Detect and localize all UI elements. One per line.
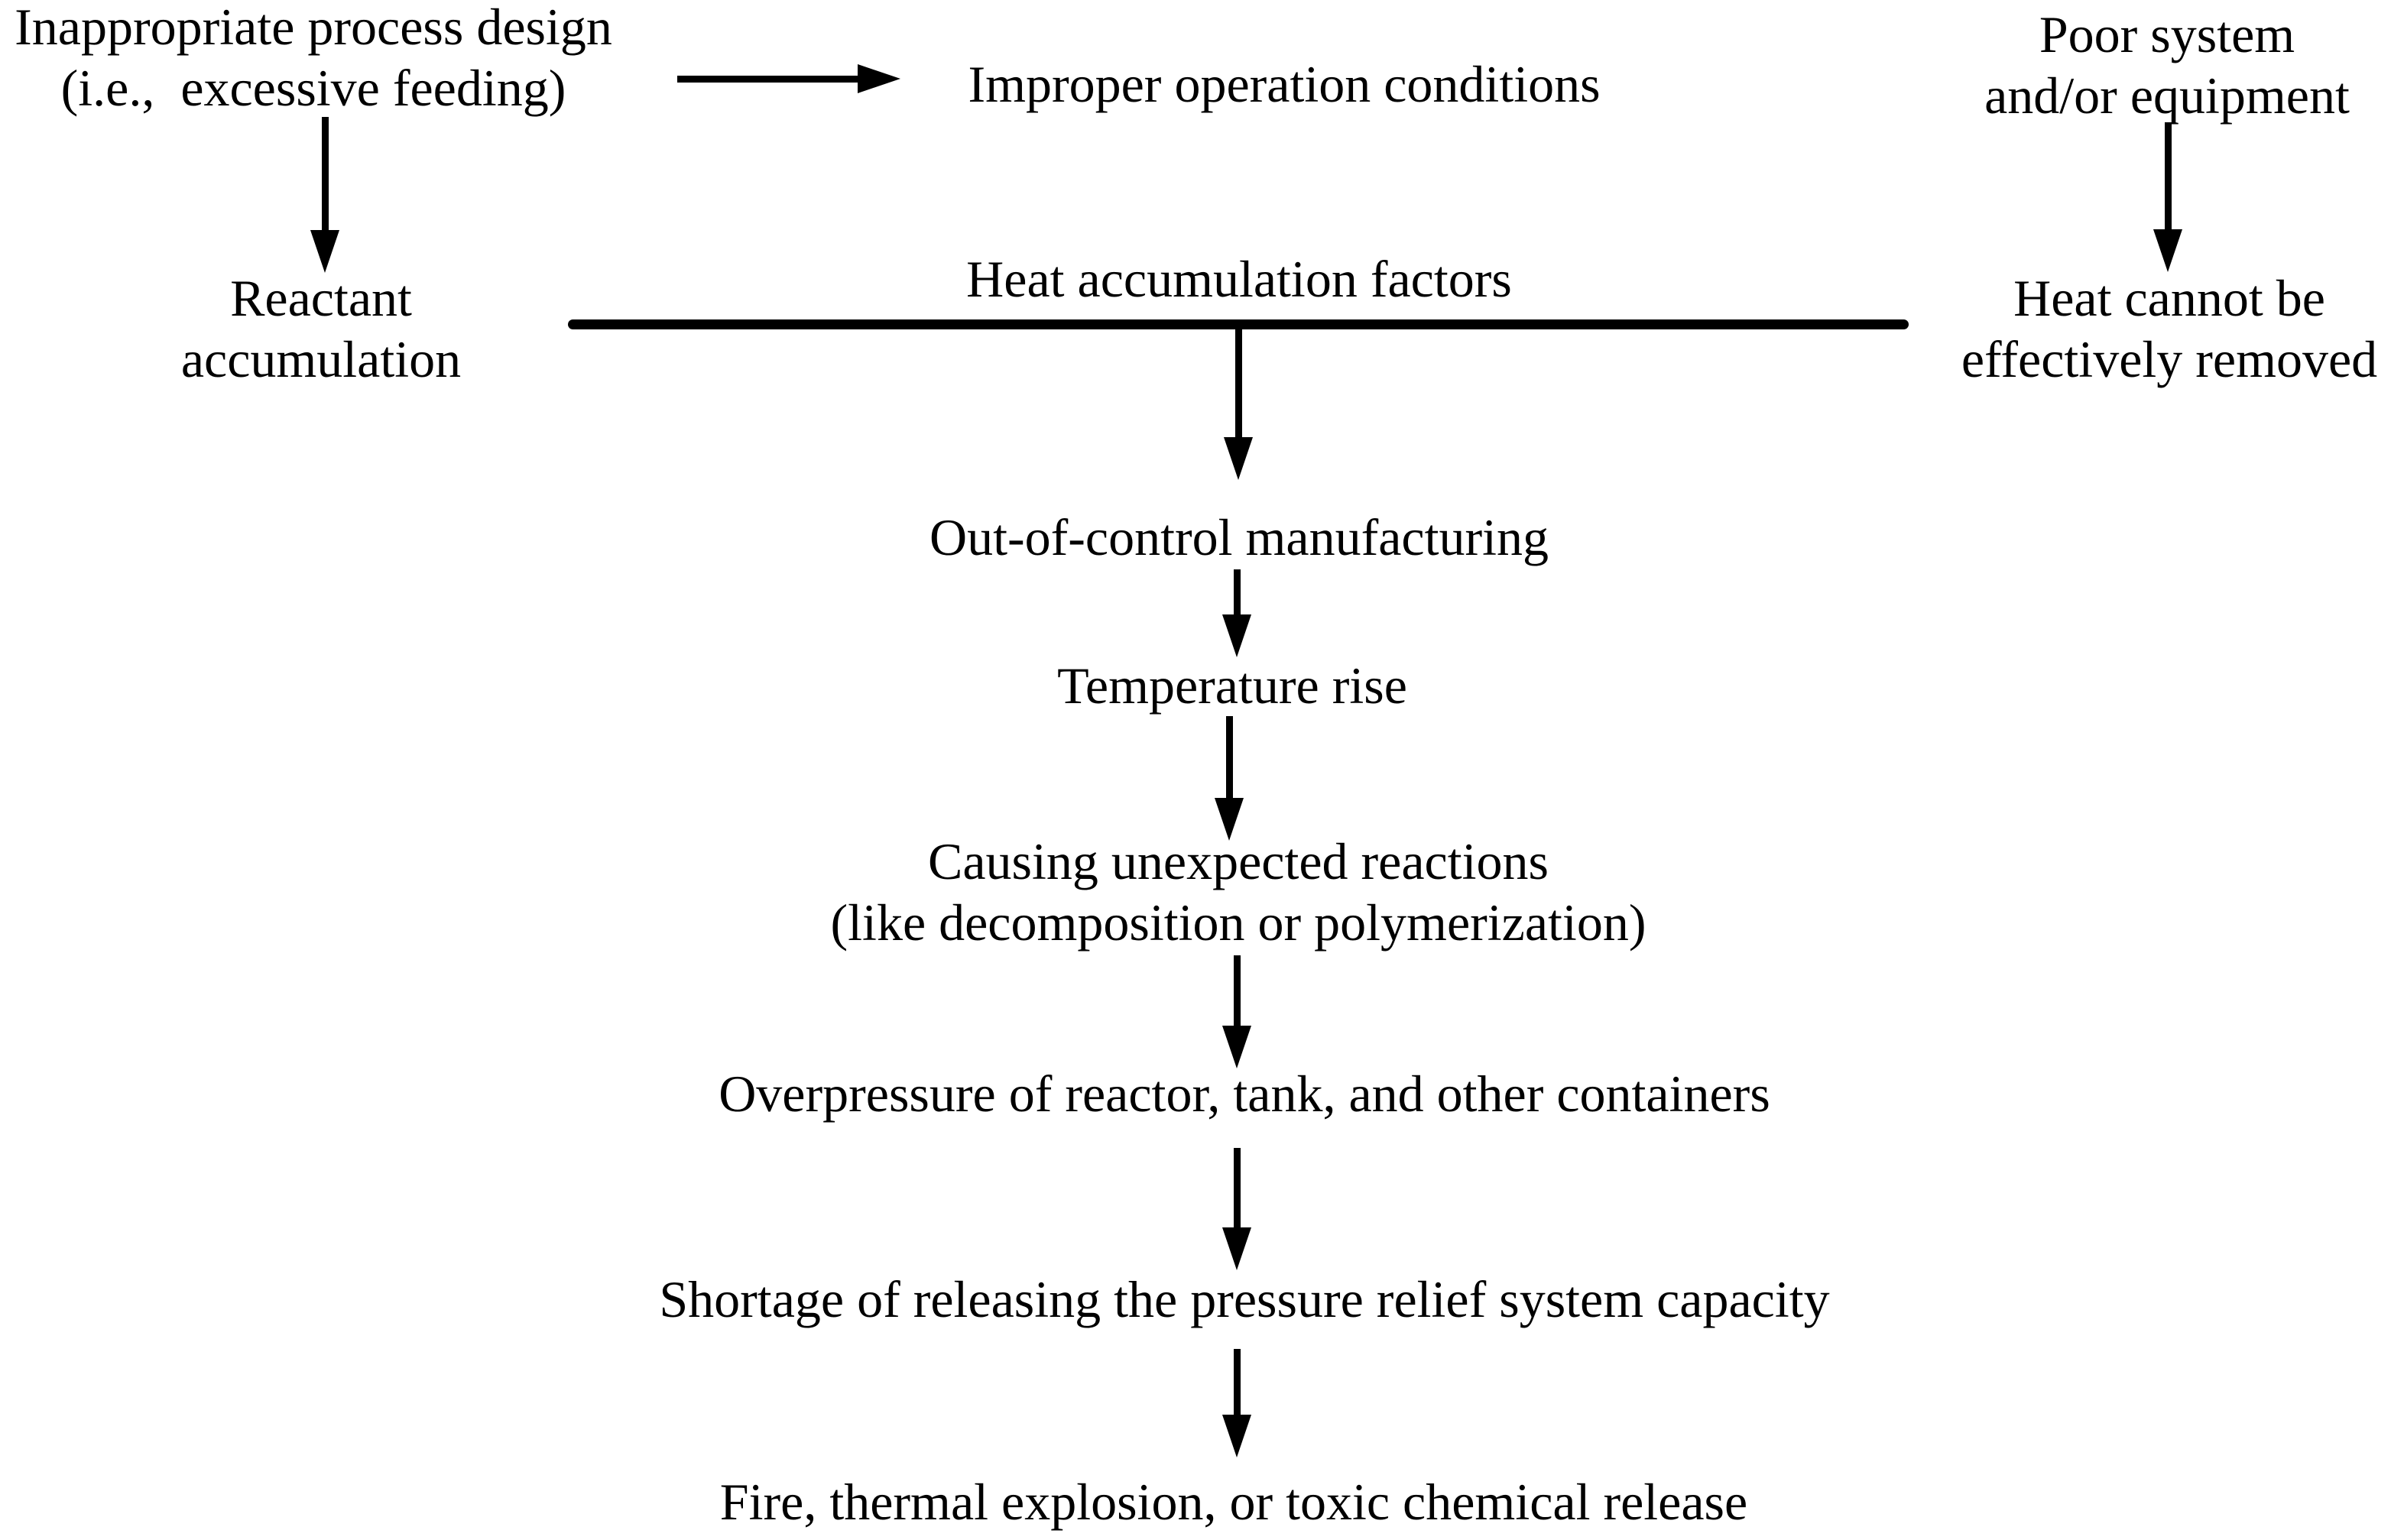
down-arrow-right-head-icon (2153, 229, 2182, 272)
node-poor-system-equipment: Poor system and/or equipment (1984, 5, 2350, 125)
node-improper-operation-conditions: Improper operation conditions (968, 55, 1601, 113)
down-arrow-left-head-icon (310, 230, 339, 273)
down-arrow-right-shaft-icon (2165, 122, 2172, 229)
down-arrow-shaft-icon (1226, 716, 1233, 798)
node-shortage-pressure-relief: Shortage of releasing the pressure relie… (659, 1270, 1830, 1328)
down-arrow-head-icon (1215, 798, 1244, 841)
down-arrow-shaft-icon (1235, 329, 1242, 437)
node-heat-cannot-be-removed: Heat cannot be effectively removed (1961, 269, 2378, 388)
right-arrow-shaft-icon (677, 76, 858, 83)
right-arrow-head-icon (858, 64, 900, 93)
down-arrow-head-icon (1222, 614, 1251, 657)
node-reactant-accumulation: Reactant accumulation (180, 269, 462, 388)
heat-factors-bar (568, 319, 1909, 329)
node-overpressure-containers: Overpressure of reactor, tank, and other… (719, 1065, 1770, 1123)
down-arrow-left-shaft-icon (322, 117, 329, 230)
down-arrow-head-icon (1222, 1026, 1251, 1068)
node-fire-explosion-release: Fire, thermal explosion, or toxic chemic… (719, 1473, 1748, 1531)
node-inappropriate-process-design: Inappropriate process design (i.e., exce… (15, 0, 612, 117)
down-arrow-head-icon (1222, 1227, 1251, 1270)
down-arrow-head-icon (1224, 437, 1253, 480)
down-arrow-shaft-icon (1234, 955, 1241, 1026)
node-out-of-control-manufacturing: Out-of-control manufacturing (929, 508, 1549, 566)
down-arrow-shaft-icon (1234, 1148, 1241, 1227)
down-arrow-shaft-icon (1234, 569, 1241, 615)
node-heat-accumulation-factors: Heat accumulation factors (966, 250, 1512, 308)
down-arrow-head-icon (1222, 1415, 1251, 1457)
node-causing-unexpected-reactions: Causing unexpected reactions (like decom… (830, 832, 1646, 952)
down-arrow-shaft-icon (1234, 1349, 1241, 1416)
node-temperature-rise: Temperature rise (1057, 657, 1407, 715)
